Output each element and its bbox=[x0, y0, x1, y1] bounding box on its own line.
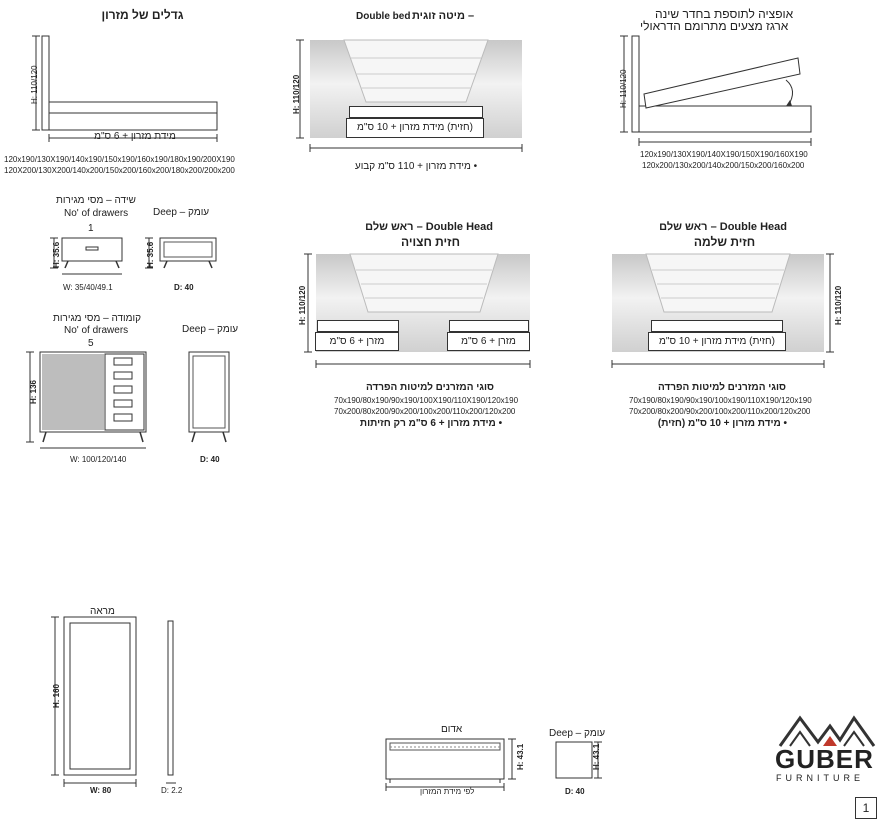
sec1-title: גדלים של מזרון bbox=[101, 8, 184, 22]
drawer1-dim-w: W: 35/40/49.1 bbox=[63, 283, 113, 292]
sec6-types-2: 70x200/80x200/90x200/100x200/110x200/120… bbox=[629, 407, 811, 416]
nightstand-side-drawing bbox=[145, 237, 217, 269]
sec5-types-2: 70x200/80x200/90x200/100x200/110x200/120… bbox=[334, 407, 516, 416]
sec1-dim-h: H: 110/120 bbox=[30, 65, 39, 104]
sec3-sizes-2: 120x200/130x200/140x200/150x200/160x200 bbox=[642, 161, 805, 170]
bench-dim-h: H: 43.1 bbox=[516, 743, 525, 770]
sec5-right-head bbox=[449, 320, 529, 332]
mirror-dim-h: H: 160 bbox=[52, 683, 61, 708]
dresser-subtitle: No' of drawers bbox=[64, 325, 129, 336]
sec2-inner-label: (חזית) מידת מזרון + 10 ס"מ bbox=[346, 118, 484, 138]
sec2-note: • מידת מזרון + 110 ס"מ קבוע bbox=[354, 161, 478, 172]
bench-deep-dim-h: H: 43.1 bbox=[592, 743, 601, 770]
brand-name: GUBER bbox=[775, 744, 874, 774]
bench-deep-title: עומק – Deep bbox=[549, 728, 606, 739]
mirror-dim-d: D: 2.2 bbox=[161, 786, 183, 795]
sec3-title-2: ארגז מצעים מתרומם הדראולי bbox=[640, 19, 789, 33]
sec6-title-1: Double Head – ראש שלם bbox=[659, 221, 787, 233]
dresser-dim-h: H: 136 bbox=[29, 379, 38, 404]
deep2-dim-d: D: 40 bbox=[200, 455, 220, 464]
double-bed-top-drawing bbox=[296, 39, 523, 152]
sec1-sizes-2: 120X200/130X200/140x200/150x200/160x200/… bbox=[4, 166, 235, 175]
deep1-dim-d: D: 40 bbox=[174, 283, 194, 292]
deep1-title: עומק – Deep bbox=[153, 207, 210, 218]
sec5-title-2: חזית חצויה bbox=[401, 235, 460, 249]
sec3-title-1: אופציה לתוספת בחדר שינה bbox=[655, 7, 794, 21]
bench-title: אדום bbox=[441, 724, 463, 735]
bench-note: לפי מידת המזרון bbox=[420, 787, 475, 796]
bench-deep-dim-d: D: 40 bbox=[565, 787, 585, 796]
split-bed-top-drawing bbox=[304, 253, 531, 368]
bench-drawing bbox=[385, 738, 516, 791]
sec6-types-1: 70x190/80x190/90x190/100x190/110X190/120… bbox=[629, 396, 812, 405]
sec2-title-he: – מיטה זוגית bbox=[412, 10, 475, 22]
drawer1-count: 1 bbox=[88, 223, 94, 234]
sec6-dim-h: H: 110/120 bbox=[834, 285, 843, 325]
sec5-dim-h: H: 110/120 bbox=[298, 285, 307, 325]
sec5-left-head bbox=[317, 320, 399, 332]
page-number: 1 bbox=[855, 797, 877, 819]
drawer1-dim-h: H: 35.6 bbox=[52, 241, 61, 268]
bench-side-drawing bbox=[555, 741, 602, 779]
sec6-headboard bbox=[651, 320, 783, 332]
mirror-title: מראה bbox=[90, 606, 115, 617]
mirror-drawing bbox=[51, 616, 176, 787]
sec3-sizes-1: 120x190/130X190/140X190/150X190/160X190 bbox=[640, 150, 808, 159]
sec5-types-title: סוגי המזרנים למיטות הפרדה bbox=[365, 382, 495, 393]
sec6-inner-label: (חזית) מידת מזרון + 10 ס"מ bbox=[648, 332, 786, 351]
dresser-dim-w: W: 100/120/140 bbox=[70, 455, 127, 464]
drawer1-title: שידה – מסי מגירות bbox=[56, 195, 136, 206]
sec5-label-right: מזרן + 6 ס"מ bbox=[447, 332, 530, 351]
nightstand-front-drawing bbox=[50, 237, 123, 275]
sec5-types-1: 70x190/80x190/90x190/100X190/110X190/120… bbox=[334, 396, 519, 405]
brand-sub: FURNITURE bbox=[776, 773, 864, 783]
guber-logo-icon bbox=[778, 715, 876, 747]
mirror-dim-w: W: 80 bbox=[90, 786, 112, 795]
full-bed-top-drawing bbox=[611, 253, 834, 368]
sec5-label-left: מזרן + 6 ס"מ bbox=[315, 332, 399, 351]
bed-side-drawing bbox=[32, 35, 218, 142]
dresser-front-drawing bbox=[26, 351, 147, 449]
lift-bed-drawing bbox=[620, 35, 812, 146]
deep2-title: עומק – Deep bbox=[182, 324, 239, 335]
sec6-note: • מידת מזרון + 10 ס"מ (חזית) bbox=[657, 418, 788, 429]
sec1-mattress-note: מידת מזרון + 6 ס"מ bbox=[94, 131, 176, 142]
drawer1-subtitle: No' of drawers bbox=[64, 208, 129, 219]
sec2-headboard bbox=[349, 106, 483, 118]
sec3-dim-h: H: 110/120 bbox=[619, 69, 628, 108]
sec5-note: • מידת מזרון + 6 ס"מ רק חזיתות bbox=[359, 418, 503, 429]
dresser-side-drawing bbox=[188, 351, 230, 443]
dresser-count: 5 bbox=[88, 338, 94, 349]
sec1-sizes-1: 120x190/130X190/140x190/150x190/160x190/… bbox=[4, 155, 235, 164]
deep1-dim-h: H: 35.6 bbox=[146, 241, 155, 268]
dresser-title: קומודה – מסי מגירות bbox=[53, 313, 142, 324]
sec6-types-title: סוגי המזרנים למיטות הפרדה bbox=[657, 382, 787, 393]
sec2-title-en: Double bed bbox=[356, 11, 411, 22]
sec5-title-1: Double Head – ראש שלם bbox=[365, 221, 493, 233]
sec2-dim-h: H: 110/120 bbox=[292, 74, 301, 114]
sec6-title-2: חזית שלמה bbox=[693, 235, 756, 249]
